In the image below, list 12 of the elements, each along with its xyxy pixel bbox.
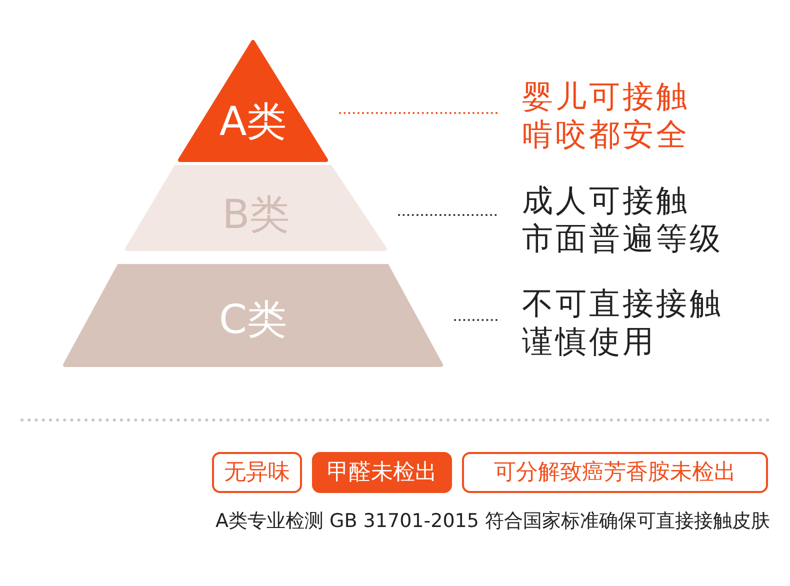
leader-line xyxy=(454,319,498,321)
tag-badge: 甲醛未检出 xyxy=(312,452,452,493)
tag-badge: 无异味 xyxy=(212,452,302,493)
footnote-text: A类专业检测 GB 31701-2015 符合国家标准确保可直接接触皮肤 xyxy=(215,509,770,534)
tag-badge: 可分解致癌芳香胺未检出 xyxy=(462,452,768,493)
tier-label: A类 xyxy=(218,102,288,142)
leader-line xyxy=(398,214,498,216)
description-text: 婴儿可接触啃咬都安全 xyxy=(522,78,690,154)
leader-line xyxy=(339,112,498,114)
tier-label: C类 xyxy=(218,300,288,340)
description-text: 不可直接接触谨慎使用 xyxy=(522,285,723,361)
description-text: 成人可接触市面普遍等级 xyxy=(522,182,723,258)
